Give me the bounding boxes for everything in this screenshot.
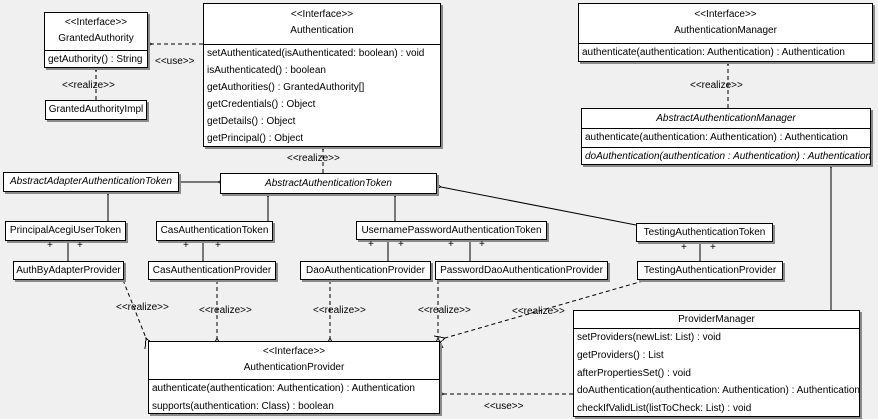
class-name: TestingAuthenticationToken bbox=[643, 227, 766, 238]
method: afterPropertiesSet() : void bbox=[577, 367, 691, 379]
method: authenticate(authentication: Authenticat… bbox=[582, 47, 845, 58]
class-name: CasAuthenticationProvider bbox=[152, 265, 272, 276]
class-abstract-authentication-token[interactable]: AbstractAuthenticationToken bbox=[220, 173, 437, 194]
realize-edge-testing-authentication-provider bbox=[445, 278, 651, 338]
class-abstract-adapter-authentication-token[interactable]: AbstractAdapterAuthenticationToken bbox=[3, 172, 179, 192]
class-abstract-authentication-manager[interactable]: AbstractAuthenticationManager authentica… bbox=[581, 108, 871, 165]
class-testing-authentication-provider[interactable]: TestingAuthenticationProvider bbox=[637, 261, 783, 280]
class-name: AbstractAuthenticationToken bbox=[265, 178, 392, 189]
class-cas-authentication-token[interactable]: CasAuthenticationToken bbox=[156, 221, 273, 241]
method: getDetails() : Object bbox=[207, 116, 296, 127]
realize-label: <<realize>> bbox=[287, 153, 340, 164]
class-dao-authentication-provider[interactable]: DaoAuthenticationProvider bbox=[300, 261, 431, 280]
use-label: <<use>> bbox=[484, 401, 524, 412]
class-authentication-manager[interactable]: <<Interface>> AuthenticationManager auth… bbox=[578, 3, 873, 62]
class-authentication[interactable]: <<Interface>> Authentication setAuthenti… bbox=[203, 3, 441, 147]
stereotype-label: <<Interface>> bbox=[694, 9, 757, 20]
method: setProviders(newList: List) : void bbox=[577, 332, 721, 343]
realize-label: <<realize>> bbox=[418, 305, 471, 316]
class-granted-authority-impl[interactable]: GrantedAuthorityImpl bbox=[45, 100, 147, 120]
multiplicity-label: + bbox=[77, 240, 83, 251]
class-cas-authentication-provider[interactable]: CasAuthenticationProvider bbox=[148, 261, 276, 280]
realize-label: <<realize>> bbox=[512, 306, 565, 317]
multiplicity-label: + bbox=[681, 242, 687, 253]
multiplicity-label: + bbox=[448, 239, 454, 250]
class-testing-authentication-token[interactable]: TestingAuthenticationToken bbox=[636, 223, 773, 242]
stereotype-label: <<Interface>> bbox=[64, 17, 128, 28]
realize-label: <<realize>> bbox=[313, 305, 366, 316]
method: getAuthorities() : GrantedAuthority[] bbox=[207, 82, 365, 93]
multiplicity-label: + bbox=[368, 239, 374, 250]
class-password-dao-authentication-provider[interactable]: PasswordDaoAuthenticationProvider bbox=[435, 261, 608, 280]
class-auth-by-adapter-provider[interactable]: AuthByAdapterProvider bbox=[13, 261, 124, 280]
method: setAuthenticated(isAuthenticated: boolea… bbox=[207, 48, 425, 59]
use-label: <<use>> bbox=[155, 56, 195, 67]
multiplicity-label: + bbox=[47, 240, 53, 251]
realize-edge-auth-by-adapter-provider bbox=[122, 279, 146, 338]
class-name: AbstractAdapterAuthenticationToken bbox=[10, 176, 172, 187]
method: supports(authentication: Class) : boolea… bbox=[152, 401, 334, 412]
multiplicity-label: + bbox=[215, 240, 221, 251]
method: getCredentials() : Object bbox=[207, 99, 316, 110]
class-name: GrantedAuthority bbox=[58, 33, 134, 44]
multiplicity-label: + bbox=[710, 242, 716, 253]
class-name: GrantedAuthorityImpl bbox=[48, 104, 144, 115]
class-name: DaoAuthenticationProvider bbox=[306, 265, 425, 276]
method: checkIfValidList(listToCheck: List) : vo… bbox=[577, 403, 752, 415]
class-name: AuthenticationManager bbox=[674, 25, 777, 36]
class-name: PasswordDaoAuthenticationProvider bbox=[440, 265, 603, 276]
class-name: AuthenticationProvider bbox=[243, 362, 345, 373]
method: authenticate(authentication: Authenticat… bbox=[152, 383, 415, 394]
class-principal-acegi-user-token[interactable]: PrincipalAcegiUserToken bbox=[5, 221, 126, 241]
class-name: ProviderManager bbox=[678, 314, 755, 325]
method: doAuthentication(authentication: Authent… bbox=[577, 385, 859, 397]
class-name: AuthByAdapterProvider bbox=[16, 265, 121, 276]
method: getPrincipal() : Object bbox=[207, 133, 304, 144]
multiplicity-label: + bbox=[183, 240, 189, 251]
class-name: Authentication bbox=[290, 25, 354, 36]
stereotype-label: <<Interface>> bbox=[262, 346, 326, 357]
class-name: AbstractAuthenticationManager bbox=[656, 113, 796, 124]
method: isAuthenticated() : boolean bbox=[207, 65, 326, 76]
realize-label: <<realize>> bbox=[62, 80, 115, 91]
class-name: UsernamePasswordAuthenticationToken bbox=[361, 225, 542, 236]
multiplicity-label: + bbox=[398, 239, 404, 250]
method: authenticate(authentication: Authenticat… bbox=[585, 132, 848, 143]
method: getProviders() : List bbox=[577, 349, 664, 361]
realize-label: <<realize>> bbox=[199, 305, 252, 316]
class-name: PrincipalAcegiUserToken bbox=[9, 225, 122, 236]
realize-label: <<realize>> bbox=[690, 80, 743, 91]
method: getAuthority() : String bbox=[48, 54, 143, 65]
stereotype-label: <<Interface>> bbox=[290, 9, 354, 20]
multiplicity-label: + bbox=[479, 239, 485, 250]
generalization-testing-authentication-token bbox=[441, 187, 637, 226]
method: doAuthentication(authentication : Authen… bbox=[582, 147, 870, 164]
class-name: CasAuthenticationToken bbox=[160, 225, 269, 236]
class-username-password-authentication-token[interactable]: UsernamePasswordAuthenticationToken bbox=[356, 221, 547, 240]
class-provider-manager[interactable]: ProviderManager setProviders(newList: Li… bbox=[573, 310, 860, 417]
class-granted-authority[interactable]: <<Interface>> GrantedAuthority getAuthor… bbox=[44, 12, 148, 68]
realize-label: <<realize>> bbox=[116, 302, 169, 313]
class-name: TestingAuthenticationProvider bbox=[643, 265, 777, 276]
class-authentication-provider[interactable]: <<Interface>> AuthenticationProvider aut… bbox=[148, 341, 440, 414]
